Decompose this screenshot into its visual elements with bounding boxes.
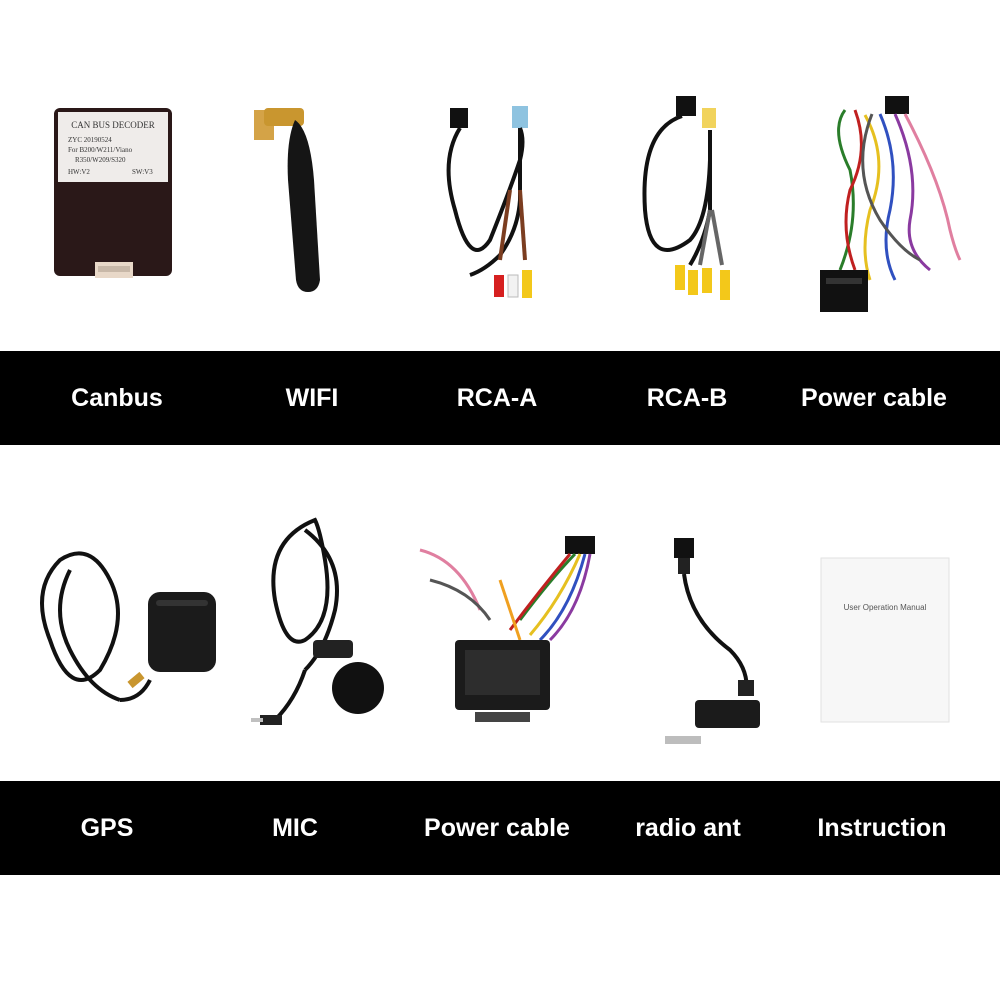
- canbus-line2: ZYC 20190524: [68, 136, 112, 144]
- label-instruction: Instruction: [817, 814, 947, 842]
- label-wifi: WIFI: [285, 384, 339, 412]
- label-rca-b: RCA-B: [646, 384, 728, 412]
- label-radio-ant: radio ant: [635, 814, 741, 842]
- canbus-line5a: HW:V2: [68, 168, 90, 176]
- gps-antenna-image: [30, 500, 220, 770]
- radio-antenna-image: [650, 500, 770, 770]
- manual-title: User Operation Manual: [844, 603, 927, 612]
- wifi-antenna-image: [240, 70, 340, 340]
- top-product-row: CAN BUS DECODER ZYC 20190524 For B200/W2…: [0, 70, 1000, 340]
- label-power-cable-top: Power cable: [801, 384, 947, 412]
- bottom-product-row: User Operation Manual: [0, 500, 1000, 770]
- canbus-line3: For B200/W211/Viano: [68, 146, 133, 154]
- label-canbus: Canbus: [71, 384, 163, 412]
- canbus-line1: CAN BUS DECODER: [71, 120, 155, 130]
- mic-image: [245, 500, 395, 770]
- canbus-line4: R350/W209/S320: [75, 156, 126, 164]
- top-label-band: Canbus WIFI RCA-A RCA-B Power cable: [0, 351, 1000, 445]
- label-rca-a: RCA-A: [456, 384, 538, 412]
- bottom-label-band: GPS MIC Power cable radio ant Instructio…: [0, 781, 1000, 875]
- rca-a-cable-image: [430, 70, 560, 340]
- label-gps: GPS: [80, 814, 134, 842]
- canbus-decoder-image: CAN BUS DECODER ZYC 20190524 For B200/W2…: [40, 70, 190, 340]
- power-cable-top-image: [810, 70, 970, 340]
- canbus-line5b: SW:V3: [132, 168, 153, 176]
- power-cable-bottom-image: [400, 500, 620, 770]
- label-mic: MIC: [272, 814, 318, 842]
- instruction-manual-image: User Operation Manual: [815, 500, 955, 770]
- rca-b-cable-image: [630, 70, 750, 340]
- label-power-cable-bottom: Power cable: [424, 814, 570, 842]
